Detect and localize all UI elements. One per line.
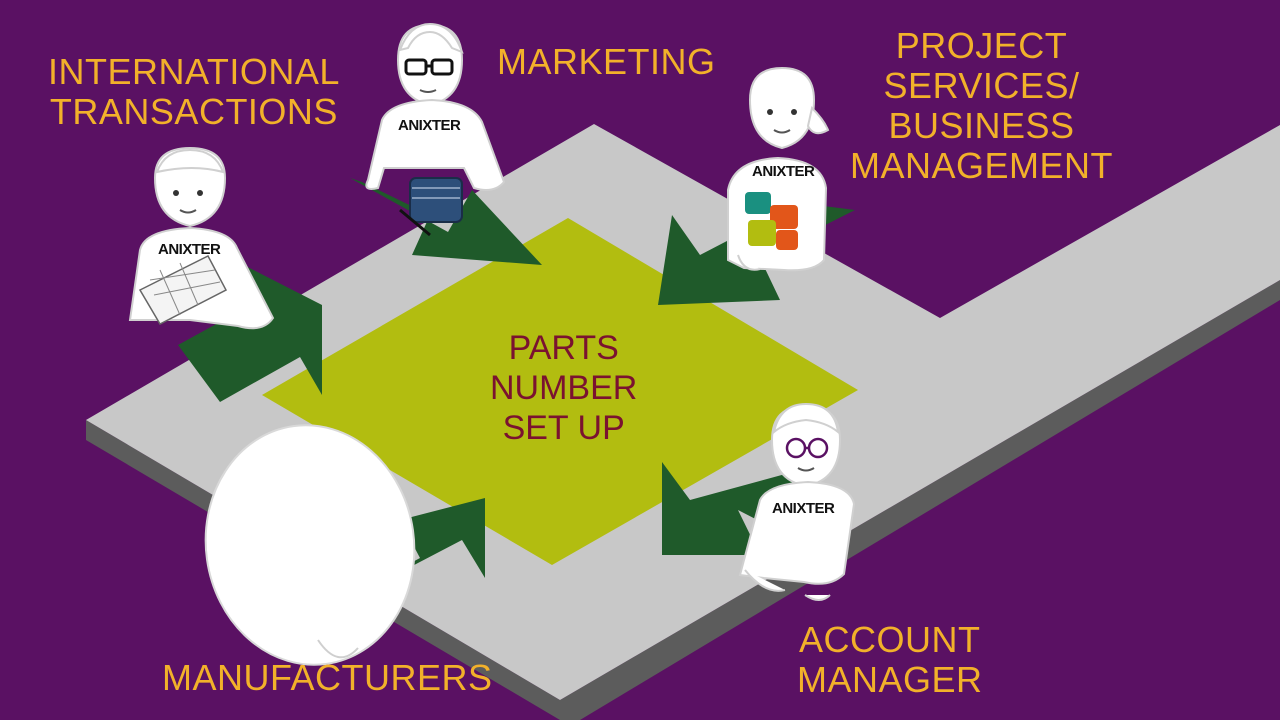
arrow-international xyxy=(178,262,322,402)
role-label-international: INTERNATIONAL TRANSACTIONS xyxy=(48,51,340,132)
role-label-project: PROJECT SERVICES/ BUSINESS MANAGEMENT xyxy=(850,25,1114,186)
center-tile xyxy=(262,218,858,565)
role-label-marketing: MARKETING xyxy=(497,41,716,82)
arrow-marketing xyxy=(350,178,542,265)
arrow-manufacturers xyxy=(370,498,485,585)
svg-text:ANIXTER: ANIXTER xyxy=(158,241,221,258)
svg-text:ANIXTER: ANIXTER xyxy=(398,117,461,134)
person-international: ANIXTER xyxy=(128,146,275,330)
person-marketing: ANIXTER xyxy=(365,22,506,237)
center-label: PARTS NUMBER SET UP xyxy=(490,329,638,447)
role-label-manufacturers: MANUFACTURERS xyxy=(162,657,493,698)
person-project: ANIXTER xyxy=(727,66,830,272)
svg-text:ANIXTER: ANIXTER xyxy=(752,163,815,180)
person-account: ANIXTER xyxy=(738,402,856,601)
svg-text:ANIXTER: ANIXTER xyxy=(772,500,835,517)
manufacturers-figure xyxy=(204,424,416,666)
role-label-account: ACCOUNT MANAGER xyxy=(797,619,983,700)
